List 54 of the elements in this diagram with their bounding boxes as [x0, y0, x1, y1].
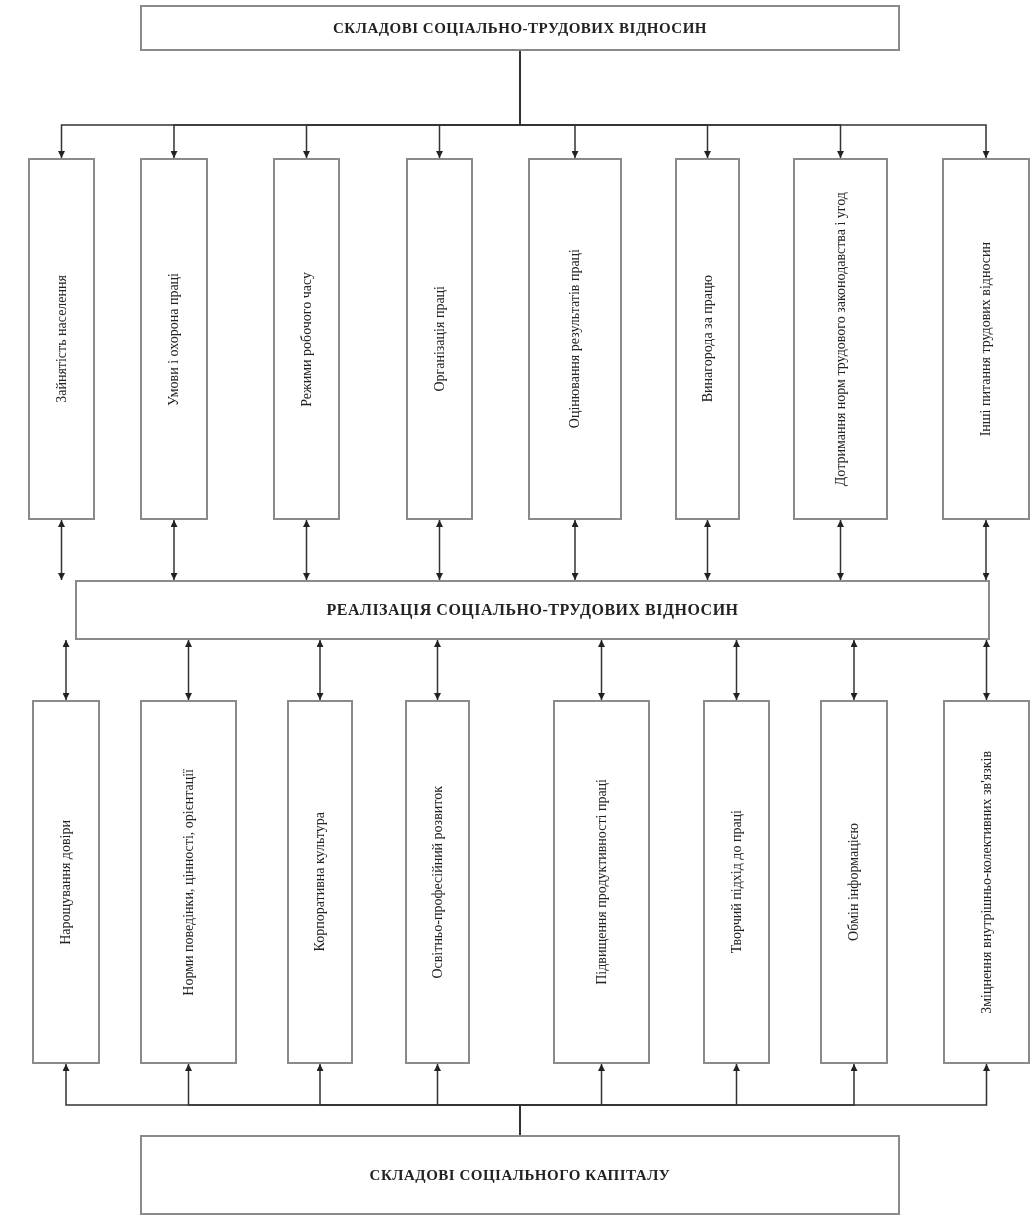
- box-label: Дотримання норм трудового законодавства і угод: [831, 191, 849, 487]
- component-box: [793, 158, 888, 520]
- box-label: Зміцнення внутрішньо-колективних зв'язків: [977, 750, 995, 1014]
- box-label: Оцінювання результатів праці: [566, 249, 584, 429]
- arrow: [316, 639, 324, 701]
- box-label: Підвищення продуктивності праці: [592, 779, 610, 985]
- arrow: [598, 639, 605, 701]
- component-box: [943, 700, 1030, 1064]
- box-label: Режими робочого часу: [297, 271, 315, 407]
- arrow: [983, 639, 990, 701]
- header-box: [140, 1135, 900, 1215]
- arrow: [303, 519, 310, 581]
- arrow: [733, 639, 740, 701]
- component-box: [553, 700, 650, 1064]
- box-label: Нарощування довіри: [57, 819, 75, 945]
- arrow: [185, 639, 192, 701]
- component-box: [675, 158, 740, 520]
- arrow: [571, 519, 579, 581]
- arrow: [170, 519, 178, 581]
- arrow: [436, 519, 443, 581]
- band-box: [75, 580, 990, 640]
- component-box: [942, 158, 1030, 520]
- component-box: [140, 158, 208, 520]
- arrow: [62, 639, 70, 701]
- arrow: [837, 519, 844, 581]
- box-label: Організація праці: [430, 286, 448, 392]
- component-box: [406, 158, 473, 520]
- component-box: [528, 158, 622, 520]
- box-label: Норми поведінки, цінності, орієнтації: [179, 768, 197, 996]
- arrow: [704, 519, 711, 581]
- heading-text: РЕАЛІЗАЦІЯ СОЦІАЛЬНО-ТРУДОВИХ ВІДНОСИН: [326, 601, 739, 619]
- heading-text: СКЛАДОВІ СОЦІАЛЬНОГО КАПІТАЛУ: [369, 1166, 671, 1184]
- box-label: Освітньо-професійний розвиток: [428, 785, 446, 979]
- header-box: [140, 5, 900, 51]
- component-box: [820, 700, 888, 1064]
- arrow: [58, 519, 65, 581]
- heading-text: СКЛАДОВІ СОЦІАЛЬНО-ТРУДОВИХ ВІДНОСИН: [333, 19, 707, 37]
- component-box: [405, 700, 470, 1064]
- component-box: [273, 158, 340, 520]
- component-box: [703, 700, 770, 1064]
- component-box: [32, 700, 100, 1064]
- box-label: Творчий підхід до праці: [727, 810, 745, 954]
- box-label: Корпоративна культура: [311, 812, 329, 952]
- box-label: Інші питання трудових відносин: [977, 241, 995, 437]
- component-box: [140, 700, 237, 1064]
- box-label: Винагорода за працю: [698, 275, 716, 403]
- box-label: Умови і охорона праці: [165, 272, 183, 406]
- component-box: [28, 158, 95, 520]
- arrow: [982, 519, 990, 581]
- arrow: [434, 639, 441, 701]
- box-label: Обмін інформацією: [845, 823, 863, 941]
- arrow: [850, 639, 858, 701]
- component-box: [287, 700, 353, 1064]
- box-label: Зайнятість населення: [52, 275, 70, 403]
